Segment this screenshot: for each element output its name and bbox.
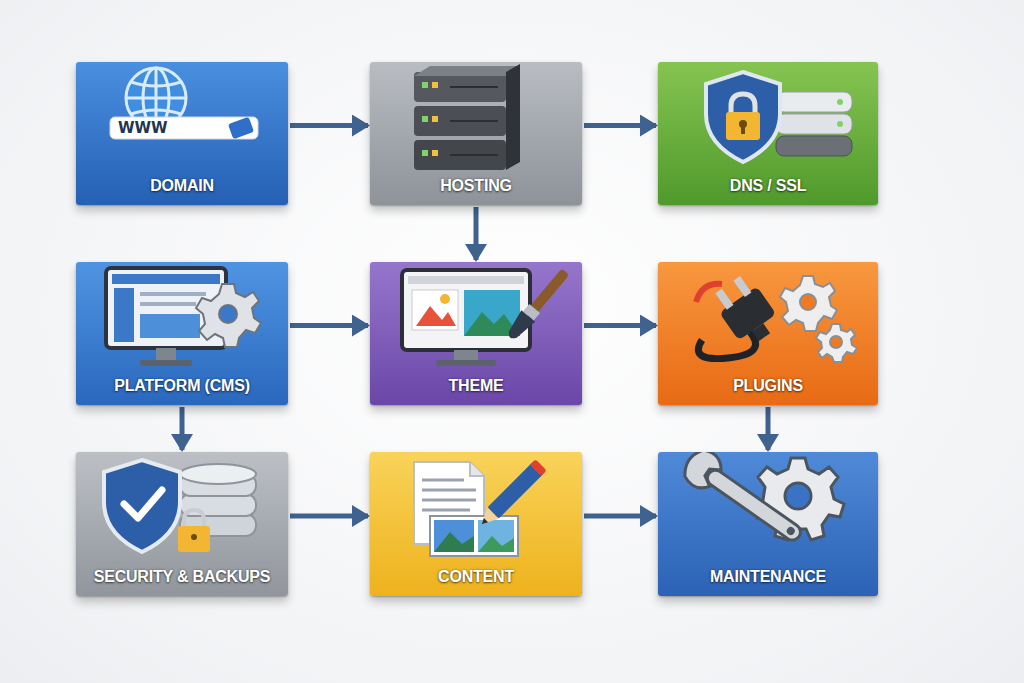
box-label: DNS / SSL [730,177,806,195]
security-box: SECURITY & BACKUPS [76,452,288,596]
platform-box: PLATFORM (CMS) [76,262,288,405]
flow-arrow [290,323,368,328]
box-label: DOMAIN [150,177,214,195]
flow-arrow [180,407,185,450]
domain-box: WWW DOMAIN [76,62,288,205]
maintenance-box: MAINTENANCE [658,452,878,596]
flow-arrow [290,123,368,128]
flow-arrow [290,514,368,519]
box-label: PLUGINS [733,377,803,395]
box-label: SECURITY & BACKUPS [94,568,271,586]
document-pencil-icon [370,452,582,564]
shield-lock-icon [658,62,878,174]
plug-gears-icon [658,262,878,374]
box-label: PLATFORM (CMS) [114,377,250,395]
hosting-box: HOSTING [370,62,582,205]
plugins-box: PLUGINS [658,262,878,405]
box-label: CONTENT [438,568,514,586]
content-box: CONTENT [370,452,582,596]
monitor-gear-icon [76,262,288,374]
address-text: WWW [118,119,168,137]
server-icon [370,62,582,174]
flow-arrow [474,207,479,260]
dns-ssl-box: DNS / SSL [658,62,878,205]
wrench-gear-icon [658,452,878,564]
theme-box: THEME [370,262,582,405]
monitor-brush-icon [370,262,582,374]
flow-arrow [766,407,771,450]
box-label: THEME [448,377,503,395]
box-label: MAINTENANCE [710,568,826,586]
flow-arrow [584,123,656,128]
flow-arrow [584,323,656,328]
flow-arrow [584,514,656,519]
shield-database-icon [76,452,288,564]
box-label: HOSTING [440,177,512,195]
globe-icon [76,62,288,174]
